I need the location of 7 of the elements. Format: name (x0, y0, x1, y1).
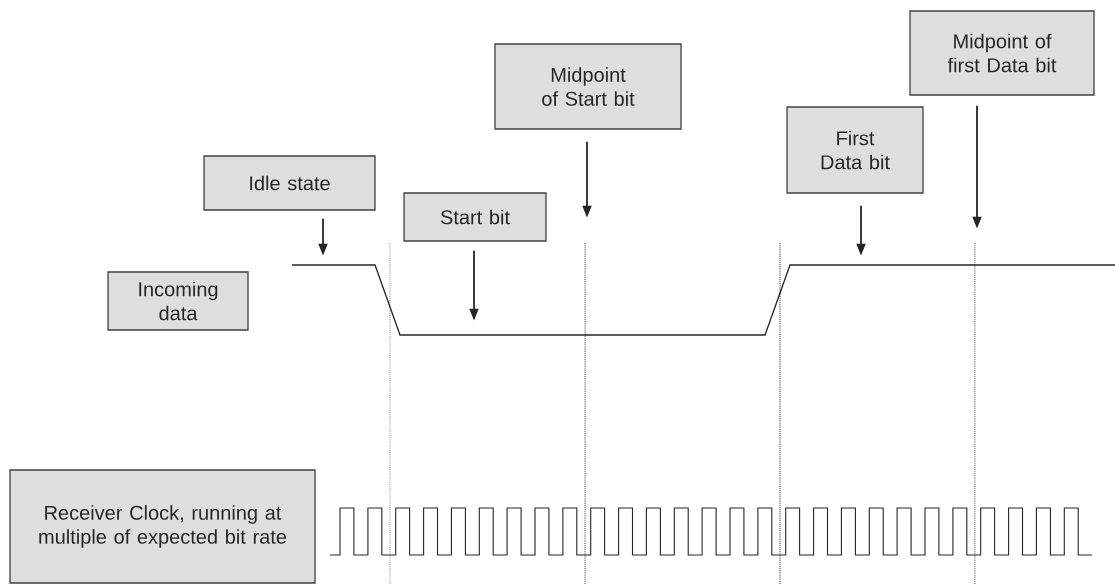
label-box: First Data bit (786, 106, 924, 194)
label-box: Midpoint of Start bit (494, 43, 682, 130)
label-box: Receiver Clock, running at multiple of expected bit rate (9, 469, 316, 584)
label-box: Start bit (403, 192, 547, 242)
label-box: Midpoint of first Data bit (909, 10, 1095, 96)
label-box: Idle state (203, 155, 376, 211)
label-box: Incoming data (107, 271, 249, 331)
